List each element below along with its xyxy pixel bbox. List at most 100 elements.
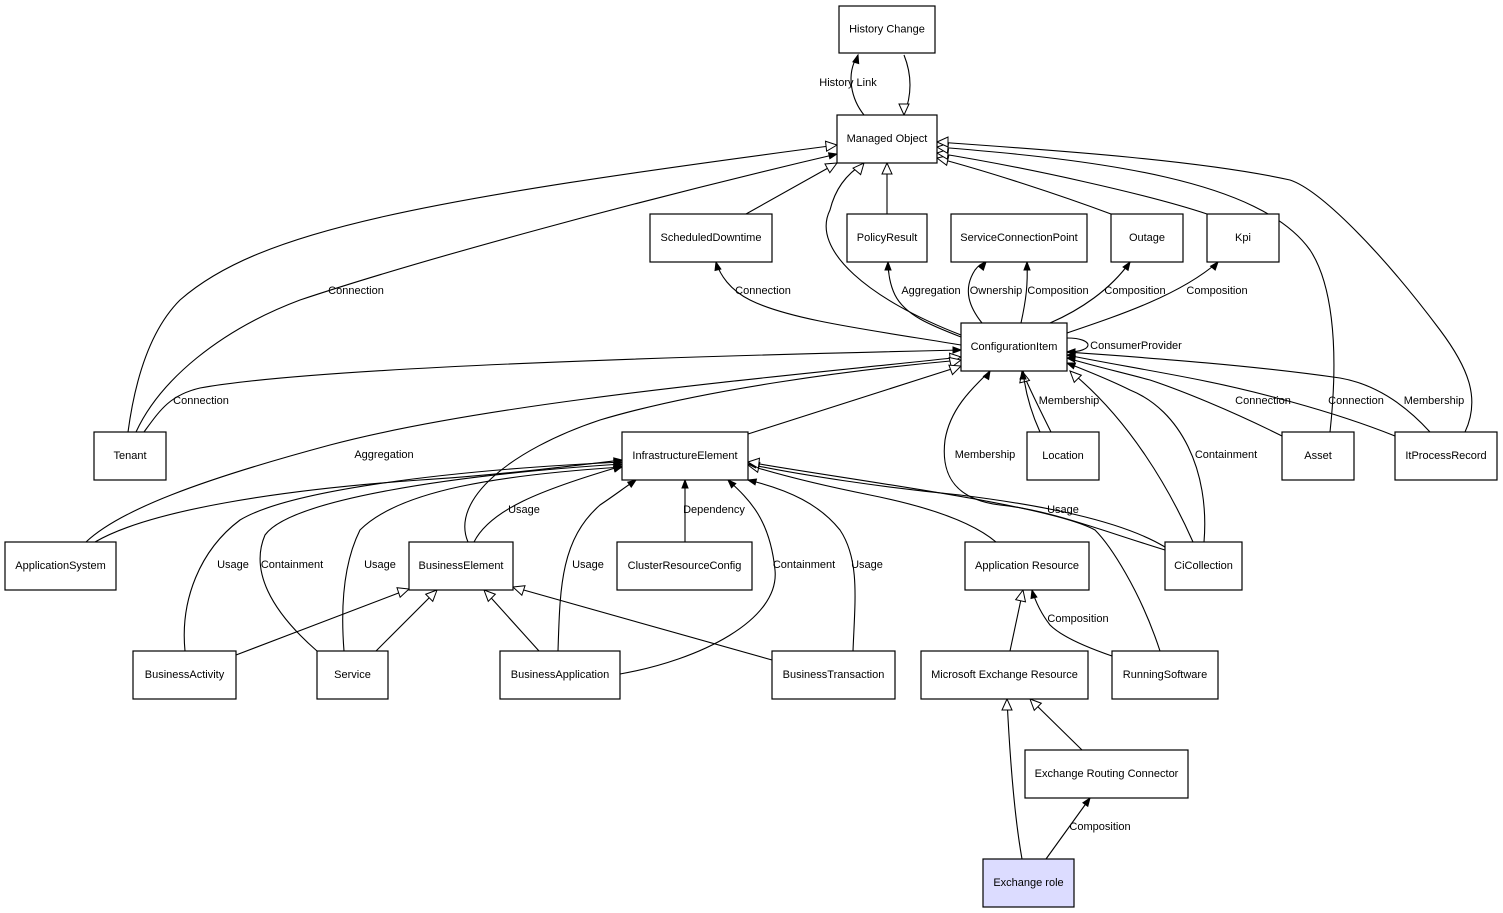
node-box[interactable] [964, 541, 1090, 591]
inheritance-arrowhead-icon [483, 589, 497, 603]
edge-line [967, 261, 987, 324]
edge-label: Usage [508, 504, 540, 516]
node-running-software[interactable]: RunningSoftware [1111, 650, 1219, 700]
inheritance-arrowhead-icon [1001, 697, 1013, 711]
node-infrastructure-element[interactable]: InfrastructureElement [621, 431, 749, 481]
node-box[interactable] [408, 541, 514, 591]
edge-line [1049, 261, 1131, 324]
edge-label: History Link [819, 77, 877, 89]
node-box[interactable] [1026, 431, 1100, 481]
node-business-activity[interactable]: BusinessActivity [132, 650, 237, 700]
edge-ci_collection-to-configuration_item [1069, 370, 1194, 543]
edge-line [127, 144, 838, 433]
node-exchange-role[interactable]: Exchange role [982, 858, 1075, 908]
edge-line [747, 365, 962, 435]
inheritance-arrowhead-icon [935, 136, 949, 148]
node-box[interactable] [1111, 650, 1219, 700]
node-box[interactable] [1164, 541, 1243, 591]
node-box[interactable] [846, 213, 928, 263]
edge-line [235, 588, 410, 656]
node-box[interactable] [982, 858, 1075, 908]
node-outage[interactable]: Outage [1110, 213, 1184, 263]
edge-microsoft_exchange_resource-to-application_resource [1009, 588, 1027, 652]
inheritance-arrowhead-icon [881, 161, 893, 175]
node-business-application[interactable]: BusinessApplication [499, 650, 621, 700]
inheritance-arrowhead-icon [852, 162, 865, 176]
node-box[interactable] [621, 431, 749, 481]
node-history-change[interactable]: History Change [838, 5, 936, 54]
node-tenant[interactable]: Tenant [93, 431, 167, 481]
node-microsoft-exchange-resource[interactable]: Microsoft Exchange Resource [920, 650, 1089, 700]
edge-label: Composition [1069, 821, 1130, 833]
node-box[interactable] [771, 650, 896, 700]
node-label: Exchange Routing Connector [1035, 768, 1179, 780]
node-box[interactable] [950, 213, 1088, 263]
edge-line [1066, 362, 1206, 543]
association-arrowhead-icon [1122, 260, 1131, 272]
edge-configuration_item-to-service_connection_point [1020, 260, 1031, 324]
node-exchange-routing-connector[interactable]: Exchange Routing Connector [1024, 749, 1189, 799]
node-box[interactable] [316, 650, 389, 700]
node-box[interactable] [1110, 213, 1184, 263]
association-arrowhead-icon [714, 260, 722, 272]
node-box[interactable] [1394, 431, 1498, 481]
node-kpi[interactable]: Kpi [1206, 213, 1280, 263]
edge-label: Membership [955, 449, 1016, 461]
node-box[interactable] [4, 541, 117, 591]
node-configuration-item[interactable]: ConfigurationItem [960, 322, 1068, 372]
edge-business_transaction-to-infrastructure_element [746, 478, 856, 652]
node-asset[interactable]: Asset [1281, 431, 1355, 481]
node-box[interactable] [616, 541, 753, 591]
edge-label: Composition [1186, 285, 1247, 297]
node-box[interactable] [1024, 749, 1189, 799]
edge-line [745, 162, 838, 215]
node-ci-collection[interactable]: CiCollection [1164, 541, 1243, 591]
edge-line [715, 261, 962, 346]
node-box[interactable] [1206, 213, 1280, 263]
node-location[interactable]: Location [1026, 431, 1100, 481]
edge-line [1031, 589, 1113, 657]
edge-line [887, 261, 962, 338]
node-service[interactable]: Service [316, 650, 389, 700]
node-service-connection-point[interactable]: ServiceConnectionPoint [950, 213, 1088, 263]
edge-line [464, 359, 962, 543]
node-box[interactable] [836, 114, 938, 164]
node-business-transaction[interactable]: BusinessTransaction [771, 650, 896, 700]
edge-business_transaction-to-business_element [511, 585, 773, 661]
edge-it_process_record-to-managed_object [935, 136, 1473, 433]
node-label: Application Resource [975, 560, 1079, 572]
edge-line [1066, 357, 1283, 437]
node-scheduled-downtime[interactable]: ScheduledDowntime [649, 213, 773, 263]
edge-line [825, 162, 962, 336]
node-box[interactable] [838, 5, 936, 54]
inheritance-arrowhead-icon [511, 585, 526, 597]
node-box[interactable] [499, 650, 621, 700]
node-box[interactable] [649, 213, 773, 263]
edge-business_activity-to-infrastructure_element [183, 459, 624, 652]
node-label: History Change [849, 24, 925, 36]
node-label: Location [1042, 450, 1084, 462]
edge-line [936, 146, 1335, 433]
inheritance-arrowhead-icon [948, 364, 963, 376]
node-box[interactable] [1281, 431, 1355, 481]
node-label: ClusterResourceConfig [628, 560, 742, 572]
node-box[interactable] [93, 431, 167, 481]
node-application-system[interactable]: ApplicationSystem [4, 541, 117, 591]
edge-label: Connection [328, 285, 384, 297]
node-it-process-record[interactable]: ItProcessRecord [1394, 431, 1498, 481]
node-application-resource[interactable]: Application Resource [964, 541, 1090, 591]
node-business-element[interactable]: BusinessElement [408, 541, 514, 591]
node-box[interactable] [920, 650, 1089, 700]
edge-line [473, 465, 623, 543]
node-label: CiCollection [1174, 560, 1233, 572]
node-label: BusinessActivity [145, 669, 225, 681]
node-managed-object[interactable]: Managed Object [836, 114, 938, 164]
edge-line [342, 466, 623, 652]
node-cluster-resource-config[interactable]: ClusterResourceConfig [616, 541, 753, 591]
node-policy-result[interactable]: PolicyResult [846, 213, 928, 263]
node-box[interactable] [960, 322, 1068, 372]
edge-label: Usage [851, 559, 883, 571]
node-box[interactable] [132, 650, 237, 700]
edge-ci_collection-to-configuration_item [943, 369, 1166, 551]
